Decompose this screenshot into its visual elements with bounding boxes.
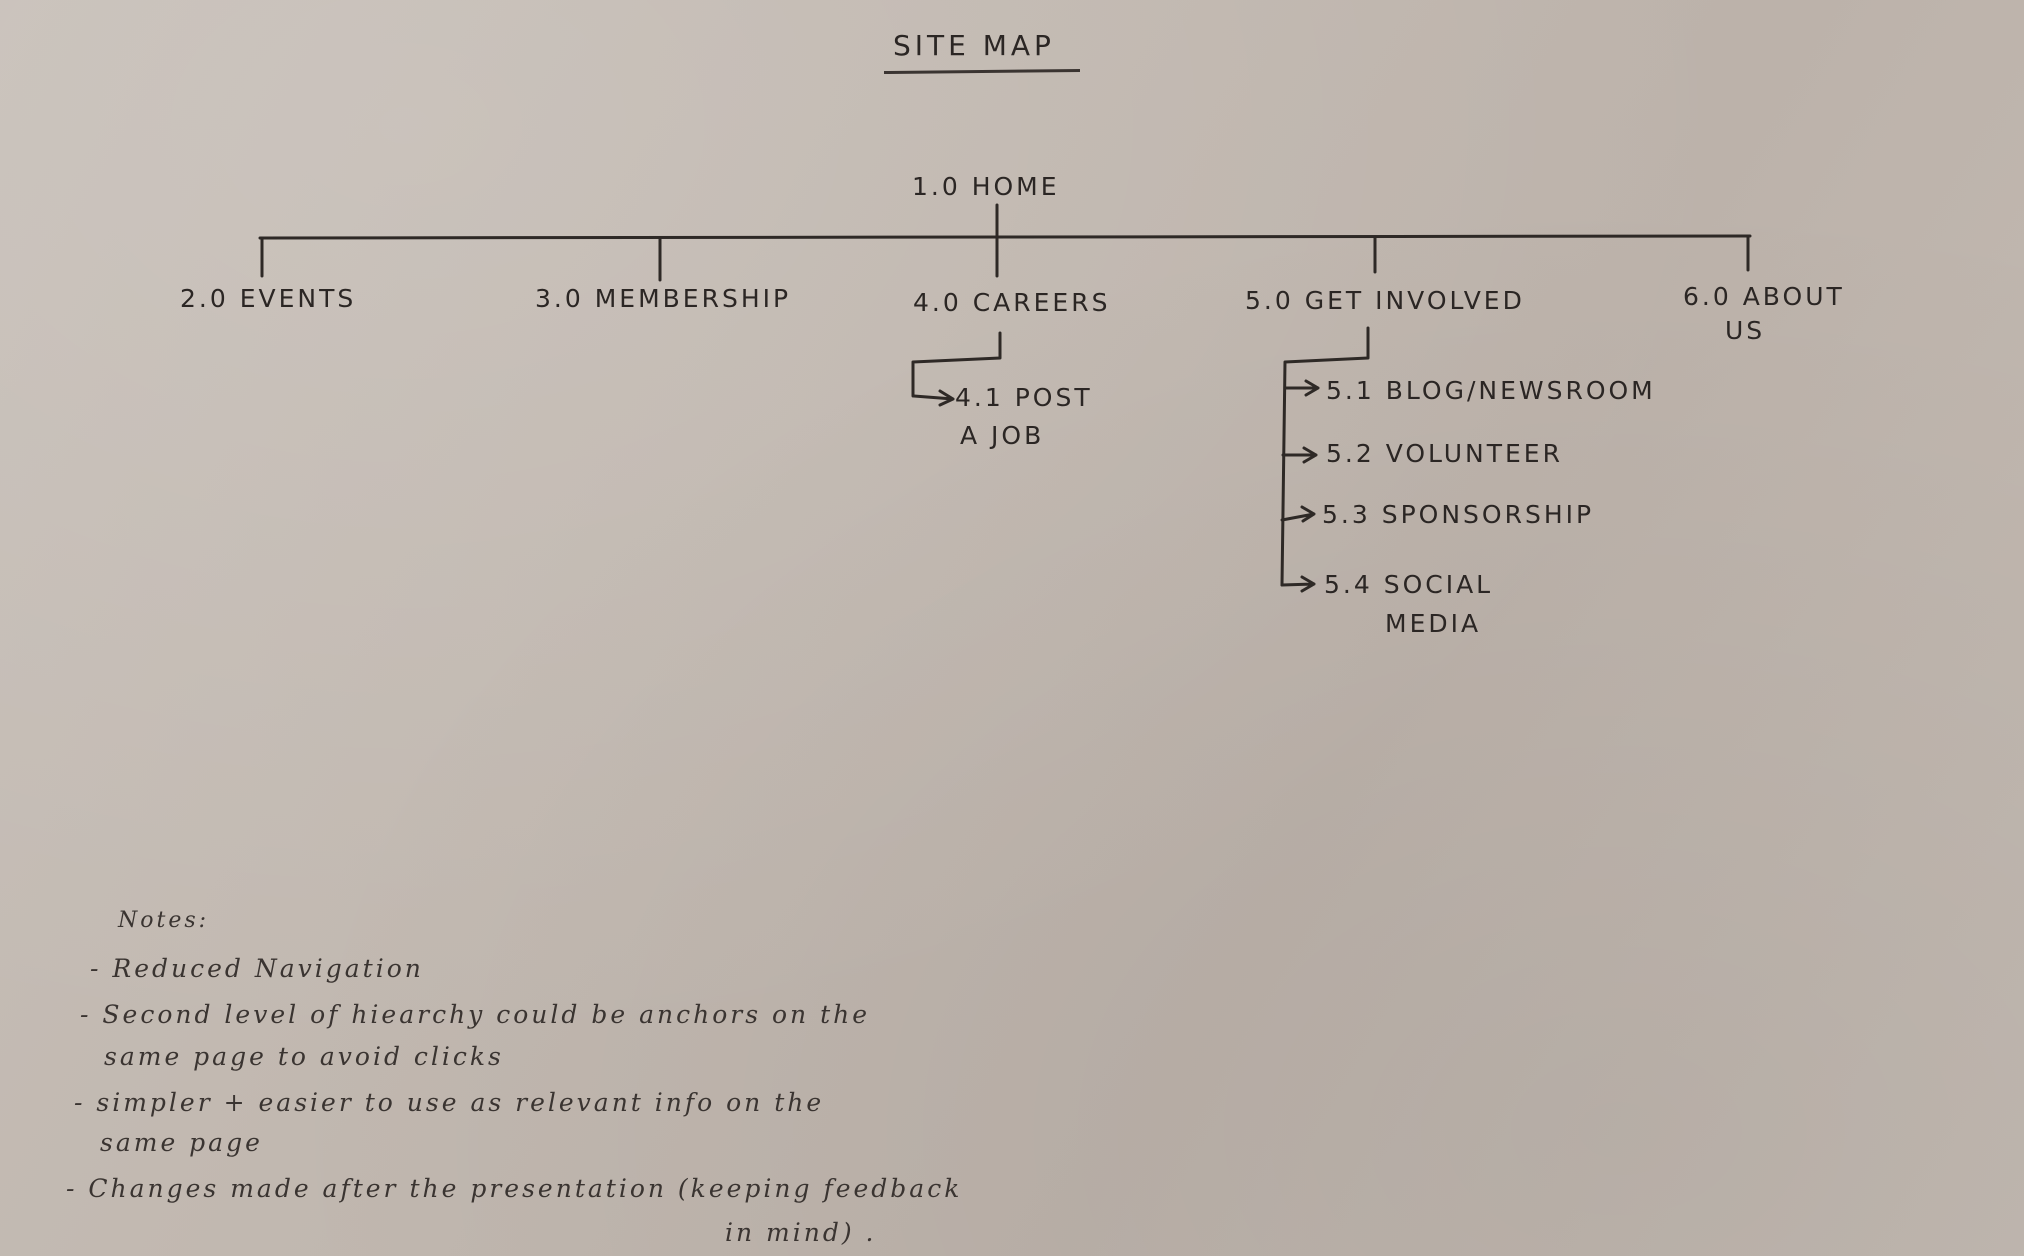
node-volunteer: 5.2 VOLUNTEER: [1326, 439, 1563, 468]
note-line: same page: [100, 1128, 263, 1157]
arrow-5-3: [1280, 505, 1316, 523]
careers-child-connector: [911, 331, 1002, 398]
note-line: - Second level of hiearchy could be anch…: [80, 1000, 871, 1029]
arrow-5-4: [1280, 575, 1316, 593]
page-title: SITE MAP: [893, 29, 1055, 62]
involved-children-connector: [1280, 326, 1370, 587]
node-post-a-job-line2: A JOB: [960, 421, 1045, 450]
node-post-a-job: 4.1 POST: [955, 383, 1093, 412]
node-about-line2: US: [1725, 316, 1766, 345]
node-events: 2.0 EVENTS: [180, 284, 357, 313]
note-line: - Reduced Navigation: [90, 954, 424, 983]
node-social-media: 5.4 SOCIAL: [1324, 570, 1494, 599]
level1-horizontal-line: [258, 234, 1752, 240]
node-careers: 4.0 CAREERS: [913, 288, 1111, 317]
node-get-involved: 5.0 GET INVOLVED: [1245, 286, 1525, 315]
node-sponsorship: 5.3 SPONSORSHIP: [1322, 500, 1595, 529]
arrow-5-1: [1283, 379, 1320, 397]
note-line: in mind) .: [725, 1218, 877, 1247]
careers-child-arrow: [912, 389, 955, 407]
node-blog-newsroom: 5.1 BLOG/NEWSROOM: [1326, 376, 1656, 405]
note-line: same page to avoid clicks: [104, 1042, 504, 1071]
node-home: 1.0 HOME: [912, 172, 1060, 201]
notes-heading: Notes:: [118, 908, 210, 933]
node-membership: 3.0 MEMBERSHIP: [535, 284, 792, 313]
arrow-5-2: [1281, 446, 1318, 464]
node-social-media-line2: MEDIA: [1385, 609, 1482, 638]
note-line: - simpler + easier to use as relevant in…: [74, 1088, 825, 1117]
note-line: - Changes made after the presentation (k…: [66, 1174, 963, 1203]
node-about: 6.0 ABOUT: [1683, 282, 1845, 311]
